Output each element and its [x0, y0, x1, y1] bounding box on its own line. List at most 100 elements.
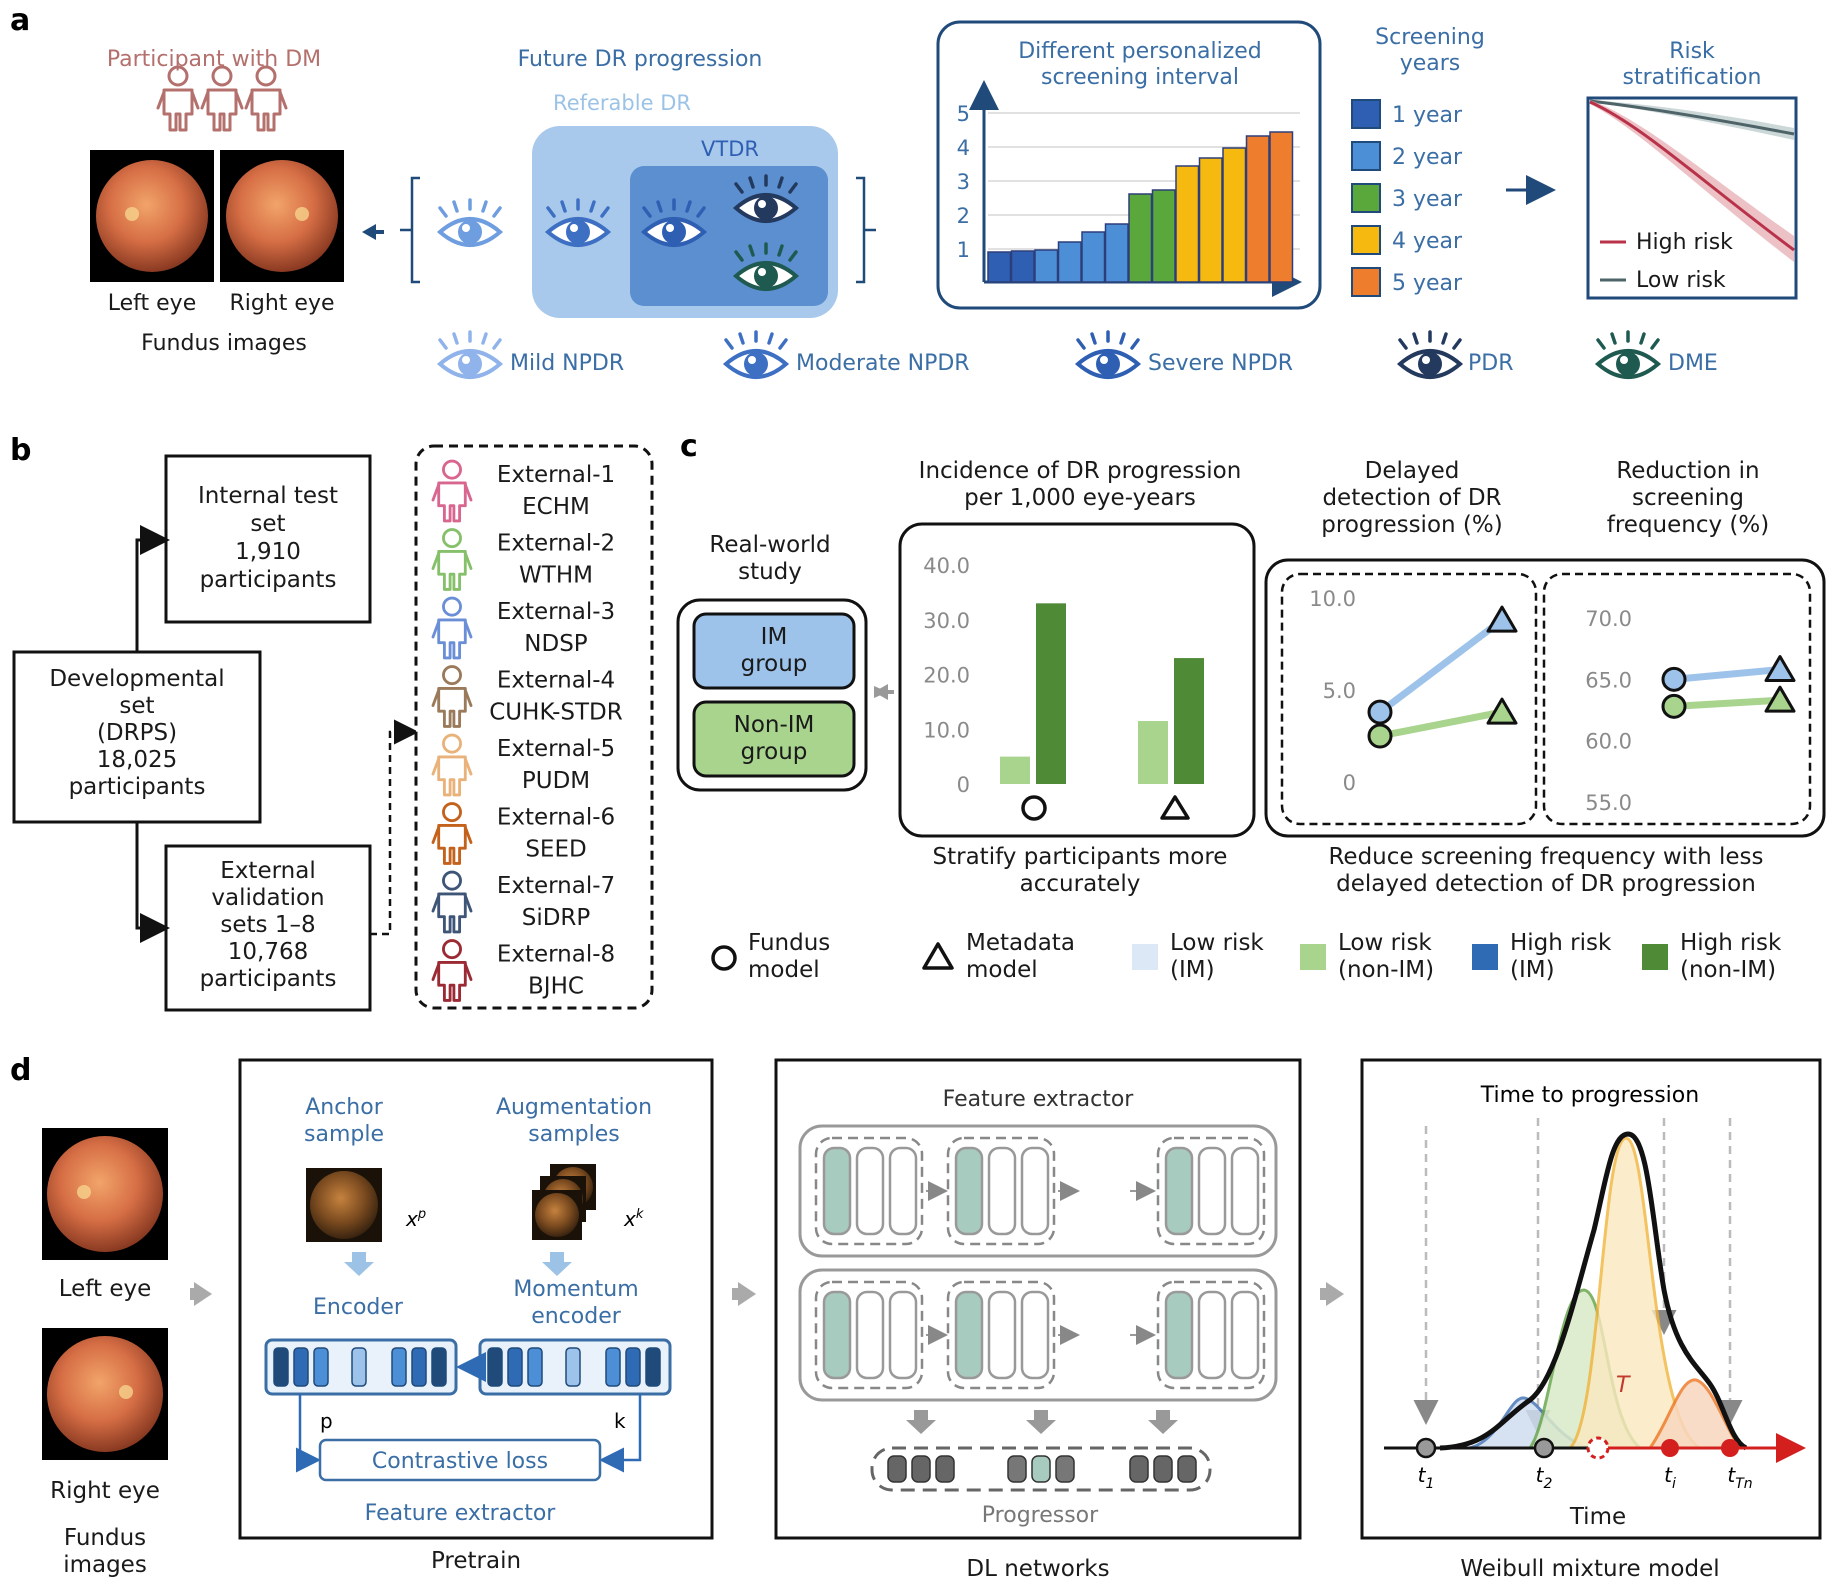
- interval-bars: [987, 131, 1294, 283]
- ti-marker: [1661, 1439, 1679, 1457]
- encoder-cell: [527, 1347, 543, 1387]
- delayed-series-line: [1377, 617, 1505, 715]
- delayed-metadata-point: [1486, 697, 1518, 725]
- encoder-cell: [487, 1347, 503, 1387]
- progressor-cells: [887, 1455, 1197, 1483]
- anchor-line-2: sample: [304, 1122, 384, 1147]
- reduction-y-tick: 70.0: [1585, 607, 1632, 631]
- fundus-left-eye: [90, 150, 214, 282]
- dme-icon: [1596, 330, 1660, 379]
- legend-metadata-1: Metadata: [966, 930, 1075, 956]
- feature-cell: [1230, 1290, 1260, 1380]
- developmental-line-5: participants: [69, 774, 206, 800]
- cohort-name: External-2: [497, 531, 615, 557]
- legend-low-nonim-2: (non-IM): [1338, 957, 1434, 983]
- legend-fundus-1: Fundus: [748, 930, 830, 956]
- arrow-to-cohorts: [370, 719, 419, 936]
- future-dr-title: Future DR progression: [518, 47, 763, 72]
- encoder-cell: [507, 1347, 523, 1387]
- weibull-components: [1439, 1131, 1748, 1451]
- incidence-y-tick: 0: [957, 773, 970, 797]
- reduction-series-line: [1673, 696, 1781, 710]
- cohort-site: BJHC: [528, 974, 584, 1000]
- legend-low-im-swatch: [1132, 944, 1158, 970]
- delayed-chart-frame: [1280, 572, 1538, 826]
- feature-cell: [822, 1146, 852, 1236]
- interval-title-2: screening interval: [1041, 65, 1239, 90]
- delayed-y-tick: 5.0: [1323, 679, 1356, 703]
- nonim-group-box: [692, 700, 856, 778]
- momentum-line-2: encoder: [531, 1304, 622, 1329]
- flow-arrow-d1: [194, 1282, 212, 1306]
- incidence-bar: [1000, 756, 1030, 784]
- outcomes-frame: [1264, 558, 1826, 838]
- aug-down-arrow: [542, 1252, 572, 1276]
- referable-dr-label: Referable DR: [553, 91, 691, 115]
- internal-line-1: Internal test: [198, 483, 338, 509]
- low-risk-curve: [1589, 99, 1795, 136]
- developmental-line-1: Developmental: [49, 666, 224, 692]
- panel-label-b: b: [10, 433, 31, 468]
- feature-cell: [1197, 1290, 1227, 1380]
- progressor-down-arrows: [906, 1410, 1178, 1434]
- feature-cell: [855, 1290, 885, 1380]
- legend-low-im-1: Low risk: [1170, 930, 1264, 956]
- reduction-metadata-point: [1764, 655, 1796, 683]
- developmental-line-4: 18,025: [97, 747, 177, 773]
- incidence-bar: [1138, 721, 1168, 784]
- encoder-label: Encoder: [313, 1295, 404, 1320]
- legend-high-im-2: (IM): [1510, 957, 1555, 983]
- high-risk-legend: High risk: [1636, 230, 1733, 255]
- dl-networks-caption: DL networks: [966, 1556, 1109, 1582]
- momentum-line-1: Momentum: [513, 1277, 638, 1302]
- delayed-y-tick: 0: [1343, 771, 1356, 795]
- feature-cell: [987, 1146, 1017, 1236]
- feature-extractor-rows: [798, 1124, 1278, 1402]
- year-label: 2 year: [1392, 145, 1463, 170]
- progressor-cell: [1031, 1455, 1051, 1483]
- panel-label-c: c: [680, 429, 698, 464]
- legend-high-nonim-swatch: [1642, 944, 1668, 970]
- flow-arrow-d3: [1326, 1282, 1344, 1306]
- progressor-cell: [911, 1455, 931, 1483]
- reduction-title-2: screening: [1632, 485, 1744, 511]
- eye-mild-icon: [438, 198, 502, 247]
- panel-label-a: a: [10, 3, 30, 38]
- encoder-cell: [431, 1347, 447, 1387]
- internal-line-3: 1,910: [235, 539, 301, 565]
- encoder-cell: [391, 1347, 407, 1387]
- d-fundus-left: [42, 1128, 168, 1260]
- delayed-y-tick: 10.0: [1309, 587, 1356, 611]
- internal-line-4: participants: [200, 567, 337, 593]
- severe-npdr-icon: [1076, 330, 1140, 379]
- k-label: k: [614, 1409, 626, 1433]
- feature-cell: [855, 1146, 885, 1236]
- interval-bar: [1175, 165, 1200, 283]
- feature-cell: [1164, 1290, 1194, 1380]
- developmental-box: [12, 650, 262, 824]
- xp-label: xp: [405, 1207, 426, 1231]
- year-swatch: [1351, 99, 1381, 129]
- left-eye-label: Left eye: [108, 291, 196, 316]
- incidence-bar: [1036, 603, 1066, 784]
- incidence-y-ticks: 40.030.020.010.00: [923, 554, 970, 797]
- reduce-caption-2: delayed detection of DR progression: [1336, 871, 1756, 897]
- p-path: [296, 1394, 321, 1473]
- d-fundus-line-2: images: [63, 1552, 147, 1578]
- xk-label: xk: [623, 1207, 644, 1231]
- anchor-sample-image: [306, 1168, 382, 1242]
- im-group-line-1: IM: [761, 624, 788, 650]
- cohort-name: External-7: [497, 873, 615, 899]
- mild-npdr-label: Mild NPDR: [510, 351, 624, 376]
- external-line-4: 10,768: [228, 939, 308, 965]
- interval-y-tick: 4: [957, 136, 970, 160]
- nonim-group-line-1: Non-IM: [734, 712, 815, 738]
- cohort-name: External-4: [497, 668, 615, 694]
- external-validation-box: [164, 844, 372, 1012]
- cohort-name: External-5: [497, 736, 615, 762]
- reduction-title-3: frequency (%): [1607, 512, 1769, 538]
- flow-arrow-d2: [738, 1282, 756, 1306]
- encoder-cell: [605, 1347, 621, 1387]
